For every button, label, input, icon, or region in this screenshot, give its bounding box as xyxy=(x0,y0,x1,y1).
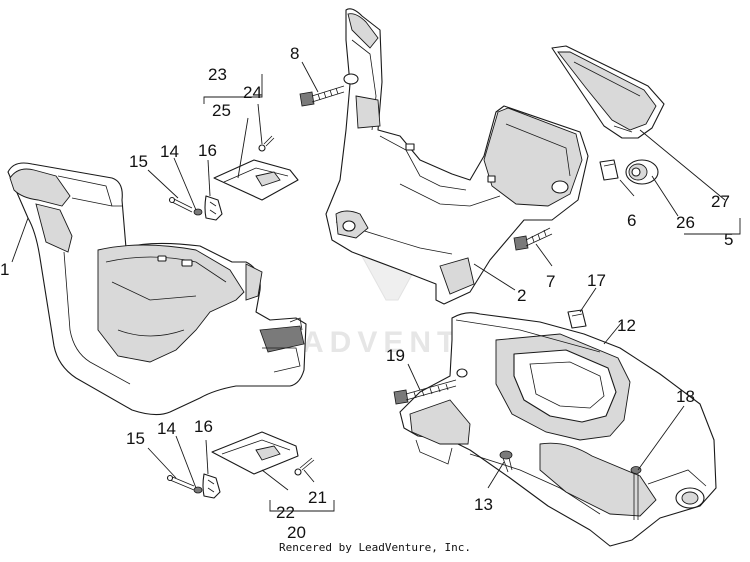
part-25-cover-plate-upper xyxy=(213,159,299,201)
callout-20: 20 xyxy=(287,523,306,542)
part-7-screw xyxy=(513,227,553,251)
part-18-screw xyxy=(630,466,642,520)
part-24-pin-upper xyxy=(258,135,275,152)
callout-17: 17 xyxy=(587,271,606,290)
callout-14-lower: 14 xyxy=(157,419,176,438)
callout-22: 22 xyxy=(276,503,295,522)
callout-15-lower: 15 xyxy=(126,429,145,448)
callout-6: 6 xyxy=(627,211,636,230)
callout-23: 23 xyxy=(208,65,227,84)
callout-13: 13 xyxy=(474,495,493,514)
callout-15-upper: 15 xyxy=(129,152,148,171)
part-6-clip-nut xyxy=(599,159,619,181)
part-16-clip-lower xyxy=(202,473,221,499)
render-credit: Rencered by LeadVenture, Inc. xyxy=(278,541,472,554)
callout-7: 7 xyxy=(546,272,555,291)
callout-8: 8 xyxy=(290,44,299,63)
leader-lines xyxy=(11,61,741,512)
callout-12: 12 xyxy=(617,316,636,335)
callout-14-upper: 14 xyxy=(160,142,179,161)
part-13-screw xyxy=(499,450,513,473)
part-14-washer-lower xyxy=(193,486,203,494)
part-22-cover-plate-lower xyxy=(211,431,299,475)
callout-16-lower: 16 xyxy=(194,417,213,436)
part-8-screw xyxy=(299,85,345,107)
callout-18: 18 xyxy=(676,387,695,406)
callout-25: 25 xyxy=(212,101,231,120)
callout-1: 1 xyxy=(0,260,9,279)
part-27-mirror-housing xyxy=(551,45,665,139)
part-17-clip-nut xyxy=(567,309,587,329)
part-14-washer-upper xyxy=(193,208,203,216)
callout-labels: 1 2 5 6 7 8 12 13 14 15 16 14 15 16 17 1… xyxy=(0,44,733,542)
callout-27: 27 xyxy=(711,192,730,211)
part-26-grommet xyxy=(625,159,659,185)
callout-19: 19 xyxy=(386,346,405,365)
part-15-screw-lower xyxy=(166,474,195,491)
callout-26: 26 xyxy=(676,213,695,232)
callout-16-upper: 16 xyxy=(198,141,217,160)
part-16-clip-upper xyxy=(204,195,223,221)
part-19-screw xyxy=(393,379,457,405)
part-1-handlebar-cover-front xyxy=(7,162,307,416)
part-12-lower-cover xyxy=(399,312,717,547)
callout-5: 5 xyxy=(724,230,733,249)
callout-2: 2 xyxy=(517,286,526,305)
part-21-pin-lower xyxy=(294,457,315,476)
part-15-screw-upper xyxy=(168,196,193,213)
callout-24: 24 xyxy=(243,83,262,102)
part-2-handlebar-cover-rear xyxy=(325,8,589,305)
callout-21: 21 xyxy=(308,488,327,507)
